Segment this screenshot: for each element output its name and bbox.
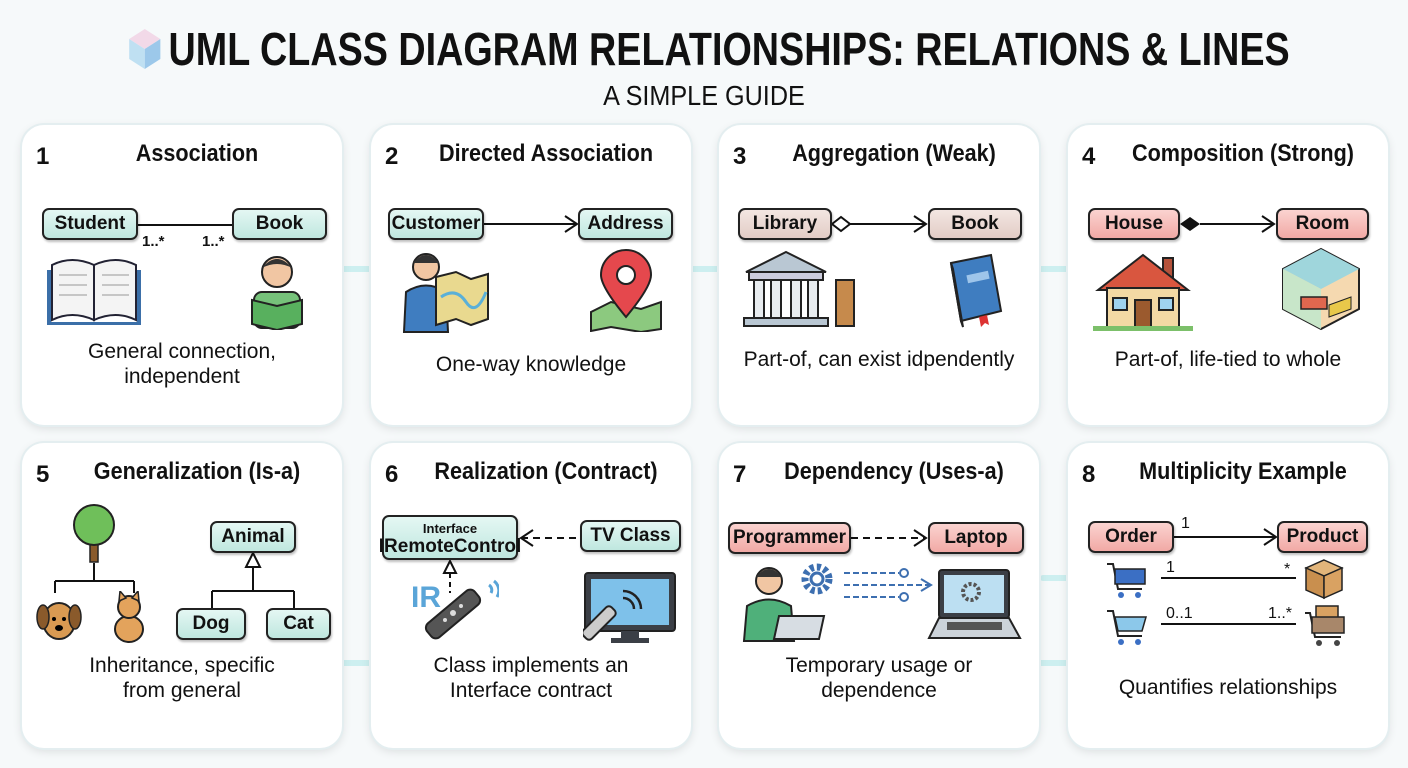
house-icon <box>1093 253 1193 331</box>
card-generalization: 5 Generalization (Is-a) Animal Dog Cat I… <box>22 443 342 748</box>
card-description: Quantifies relationships <box>1118 676 1338 699</box>
student-reading-icon <box>251 256 303 330</box>
remote-control-icon <box>424 579 499 640</box>
location-pin-icon <box>590 249 662 332</box>
class-box-order: Order <box>1088 521 1174 553</box>
card-number: 3 <box>733 143 747 170</box>
tv-icon <box>583 572 676 643</box>
class-box-tv: TV Class <box>580 520 681 552</box>
dog-icon <box>36 602 82 640</box>
class-box-house: House <box>1088 208 1180 240</box>
card-title: Realization (Contract) <box>434 458 658 485</box>
multiplicity-label: 1 <box>1166 559 1175 576</box>
cube-icon <box>129 29 161 69</box>
card-title: Composition (Strong) <box>1132 140 1354 167</box>
multiplicity-label: 1..* <box>142 233 165 250</box>
card-description: General connection,independent <box>88 340 276 388</box>
laptop-icon <box>927 569 1022 639</box>
card-association: 1 Association Student Book 1..* 1..* Gen… <box>22 125 342 425</box>
book-icon <box>949 253 1003 328</box>
package-box-icon <box>1304 559 1344 600</box>
connector-line <box>688 266 728 272</box>
library-building-icon <box>743 250 855 327</box>
class-box-room: Room <box>1276 208 1369 240</box>
header: UML CLASS DIAGRAM RELATIONSHIPS: RELATIO… <box>0 22 1408 112</box>
multiplicity-label: * <box>1284 561 1291 578</box>
card-number: 2 <box>385 143 399 170</box>
card-number: 1 <box>36 143 50 170</box>
connector-line <box>340 660 380 666</box>
card-aggregation: 3 Aggregation (Weak) Library Book Part-o… <box>719 125 1039 425</box>
card-title: Multiplicity Example <box>1139 458 1347 485</box>
card-multiplicity: 8 Multiplicity Example Order Product 1 1… <box>1068 443 1388 748</box>
card-number: 4 <box>1082 143 1096 170</box>
programmer-with-gear-icon <box>742 563 833 642</box>
multiplicity-label: 0..1 <box>1166 605 1193 622</box>
multiplicity-label: 1..* <box>202 233 225 250</box>
card-title: Association <box>135 140 259 167</box>
card-number: 6 <box>385 461 399 488</box>
cat-icon <box>114 591 144 643</box>
card-number: 7 <box>733 461 747 488</box>
card-description: Part-of, life-tied to whole <box>1114 348 1342 371</box>
class-box-animal: Animal <box>210 521 296 553</box>
class-box-cat: Cat <box>266 608 331 640</box>
card-title: Dependency (Uses-a) <box>784 458 1004 485</box>
tree-icon <box>73 504 115 563</box>
class-box-student: Student <box>42 208 138 240</box>
class-box-customer: Customer <box>388 208 484 240</box>
connector-line <box>1036 266 1076 272</box>
card-number: 5 <box>36 461 50 488</box>
class-box-programmer: Programmer <box>728 522 851 554</box>
card-number: 8 <box>1082 461 1096 488</box>
class-box-address: Address <box>578 208 673 240</box>
room-icon <box>1282 247 1360 331</box>
page-title: UML CLASS DIAGRAM RELATIONSHIPS: RELATIO… <box>168 23 1290 75</box>
class-box-book: Book <box>232 208 327 240</box>
card-description: Part-of, can exist idpendently <box>743 348 1015 371</box>
class-box-book: Book <box>928 208 1022 240</box>
connector-line <box>1040 575 1080 581</box>
class-box-product: Product <box>1277 521 1368 553</box>
full-cart-icon <box>1305 605 1345 646</box>
card-dependency: 7 Dependency (Uses-a) Programmer Laptop … <box>719 443 1039 748</box>
connector-line <box>1036 660 1076 666</box>
empty-cart-icon <box>1107 610 1147 645</box>
card-description: One-way knowledge <box>435 353 627 376</box>
multiplicity-label: 1..* <box>1268 605 1293 622</box>
card-directed-association: 2 Directed Association Customer Address … <box>371 125 691 425</box>
card-title: Directed Association <box>438 140 654 167</box>
connector-line <box>340 266 380 272</box>
stereotype-label: Interface <box>422 520 478 536</box>
card-title: Generalization (Is-a) <box>93 458 301 485</box>
class-box-dog: Dog <box>176 608 246 640</box>
card-title: Aggregation (Weak) <box>792 140 996 167</box>
class-box-laptop: Laptop <box>928 522 1024 554</box>
class-box-library: Library <box>738 208 832 240</box>
page-subtitle: A SIMPLE GUIDE <box>603 80 805 111</box>
multiplicity-label: 1 <box>1181 515 1190 532</box>
shopping-cart-icon <box>1107 563 1146 598</box>
ir-label: IR <box>411 581 441 614</box>
card-composition: 4 Composition (Strong) House Room Part-o… <box>1068 125 1388 425</box>
person-with-map-icon <box>402 253 489 333</box>
open-book-icon <box>47 259 141 325</box>
